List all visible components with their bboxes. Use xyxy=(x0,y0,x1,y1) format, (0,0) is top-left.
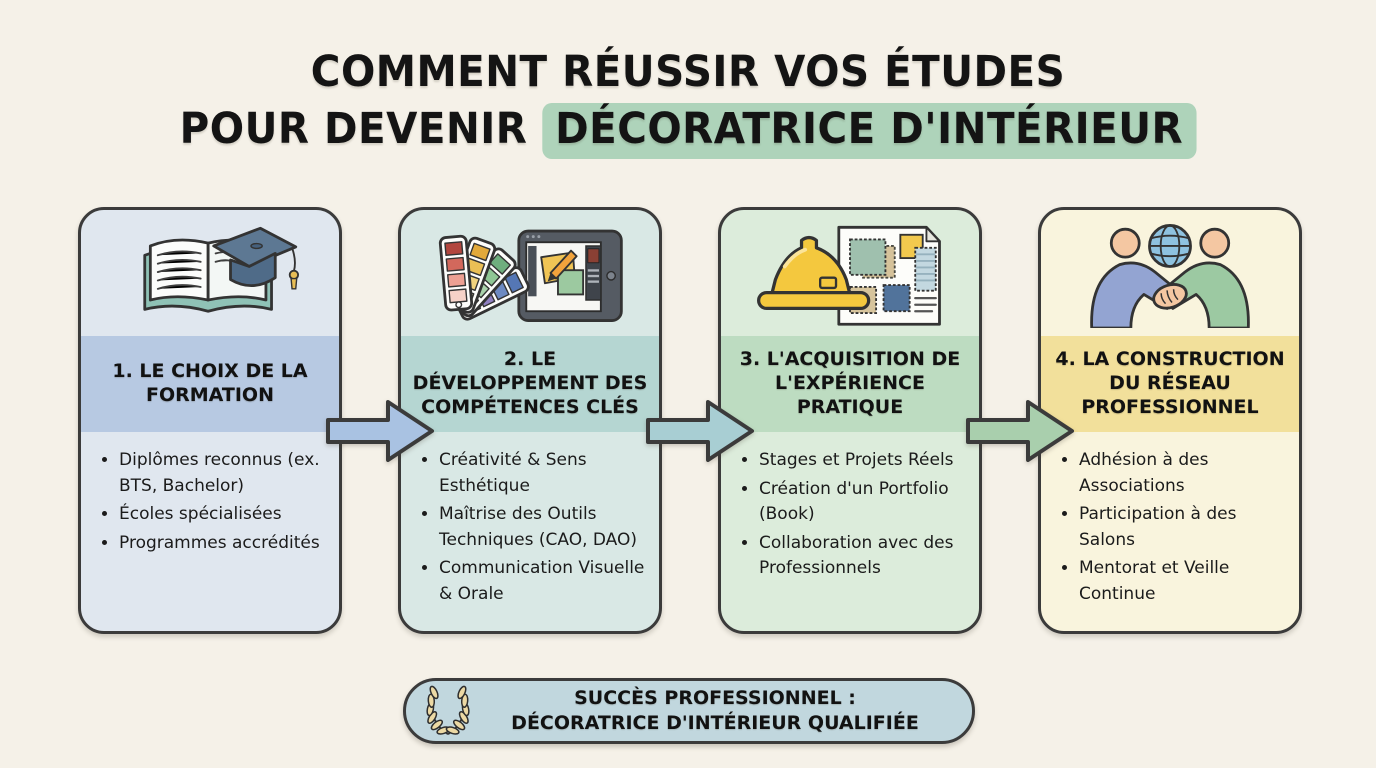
step-card-competences: 2. LE DÉVELOPPEMENT DES COMPÉTENCES CLÉS… xyxy=(398,207,662,634)
hard-hat-moodboard-icon xyxy=(757,225,941,326)
bullet-item: Écoles spécialisées xyxy=(119,502,333,528)
step-arrow-3-icon xyxy=(966,400,1074,462)
laurel-wreath-icon xyxy=(426,685,470,736)
title-line-2: POUR DEVENIR DÉCORATRICE D'INTÉRIEUR xyxy=(41,101,1334,159)
step-card-reseau: 4. LA CONSTRUCTION DU RÉSEAU PROFESSIONN… xyxy=(1038,207,1302,634)
step-2-title-band: 2. LE DÉVELOPPEMENT DES COMPÉTENCES CLÉS xyxy=(401,336,659,432)
step-1-title-band: 1. LE CHOIX DE LA FORMATION xyxy=(81,336,339,432)
step-arrow-2-icon xyxy=(646,400,754,462)
bullet-item: Communication Visuelle & Orale xyxy=(439,556,653,607)
step-4-bullet-list: Adhésion à des Associations Participatio… xyxy=(1053,448,1293,610)
arrow-shape xyxy=(966,400,1074,462)
step-card-experience: 3. L'ACQUISITION DE L'EXPÉRIENCE PRATIQU… xyxy=(718,207,982,634)
step-4-icon-zone xyxy=(1041,210,1299,336)
bullet-item: Créativité & Sens Esthétique xyxy=(439,448,653,499)
success-banner-line-1: SUCCÈS PROFESSIONNEL : xyxy=(574,686,856,709)
step-1-icon-zone xyxy=(81,210,339,336)
step-3-title: 3. L'ACQUISITION DE L'EXPÉRIENCE PRATIQU… xyxy=(739,348,961,418)
step-card-formation: 1. LE CHOIX DE LA FORMATION Diplômes rec… xyxy=(78,207,342,634)
handshake-globe-icon xyxy=(1090,224,1250,328)
bullet-item: Création d'un Portfolio (Book) xyxy=(759,477,973,528)
arrow-shape xyxy=(326,400,434,462)
step-1-bullet-list: Diplômes reconnus (ex. BTS, Bachelor) Éc… xyxy=(93,448,333,559)
title-line-2-prefix: POUR DEVENIR xyxy=(179,104,528,154)
success-banner-text: SUCCÈS PROFESSIONNEL : DÉCORATRICE D'INT… xyxy=(480,686,950,736)
title-highlight: DÉCORATRICE D'INTÉRIEUR xyxy=(541,103,1197,159)
step-arrow-1-icon xyxy=(326,400,434,462)
step-1-title: 1. LE CHOIX DE LA FORMATION xyxy=(112,360,308,406)
success-banner-line-2: DÉCORATRICE D'INTÉRIEUR QUALIFIÉE xyxy=(511,712,919,734)
bullet-item: Stages et Projets Réels xyxy=(759,448,973,474)
arrow-shape xyxy=(646,400,754,462)
step-2-bullet-list: Créativité & Sens Esthétique Maîtrise de… xyxy=(413,448,653,610)
page-title: COMMENT RÉUSSIR VOS ÉTUDES POUR DEVENIR … xyxy=(0,44,1376,159)
bullet-item: Participation à des Salons xyxy=(1079,502,1293,553)
step-3-icon-zone xyxy=(721,210,979,336)
success-banner: SUCCÈS PROFESSIONNEL : DÉCORATRICE D'INT… xyxy=(403,678,975,744)
bullet-item: Diplômes reconnus (ex. BTS, Bachelor) xyxy=(119,448,333,499)
bullet-item: Collaboration avec des Professionnels xyxy=(759,531,973,582)
title-line-1: COMMENT RÉUSSIR VOS ÉTUDES xyxy=(310,47,1066,97)
bullet-item: Programmes accrédités xyxy=(119,531,333,557)
step-3-title-band: 3. L'ACQUISITION DE L'EXPÉRIENCE PRATIQU… xyxy=(721,336,979,432)
step-4-title-band: 4. LA CONSTRUCTION DU RÉSEAU PROFESSIONN… xyxy=(1041,336,1299,432)
bullet-item: Mentorat et Veille Continue xyxy=(1079,556,1293,607)
step-3-bullet-list: Stages et Projets Réels Création d'un Po… xyxy=(733,448,973,585)
step-2-title: 2. LE DÉVELOPPEMENT DES COMPÉTENCES CLÉS xyxy=(412,348,648,418)
step-2-icon-zone xyxy=(401,210,659,336)
bullet-item: Maîtrise des Outils Techniques (CAO, DAO… xyxy=(439,502,653,553)
step-4-title: 4. LA CONSTRUCTION DU RÉSEAU PROFESSIONN… xyxy=(1055,348,1285,418)
color-swatches-tablet-icon xyxy=(438,229,623,322)
bullet-item: Adhésion à des Associations xyxy=(1079,448,1293,499)
open-book-graduation-cap-icon xyxy=(143,226,300,313)
